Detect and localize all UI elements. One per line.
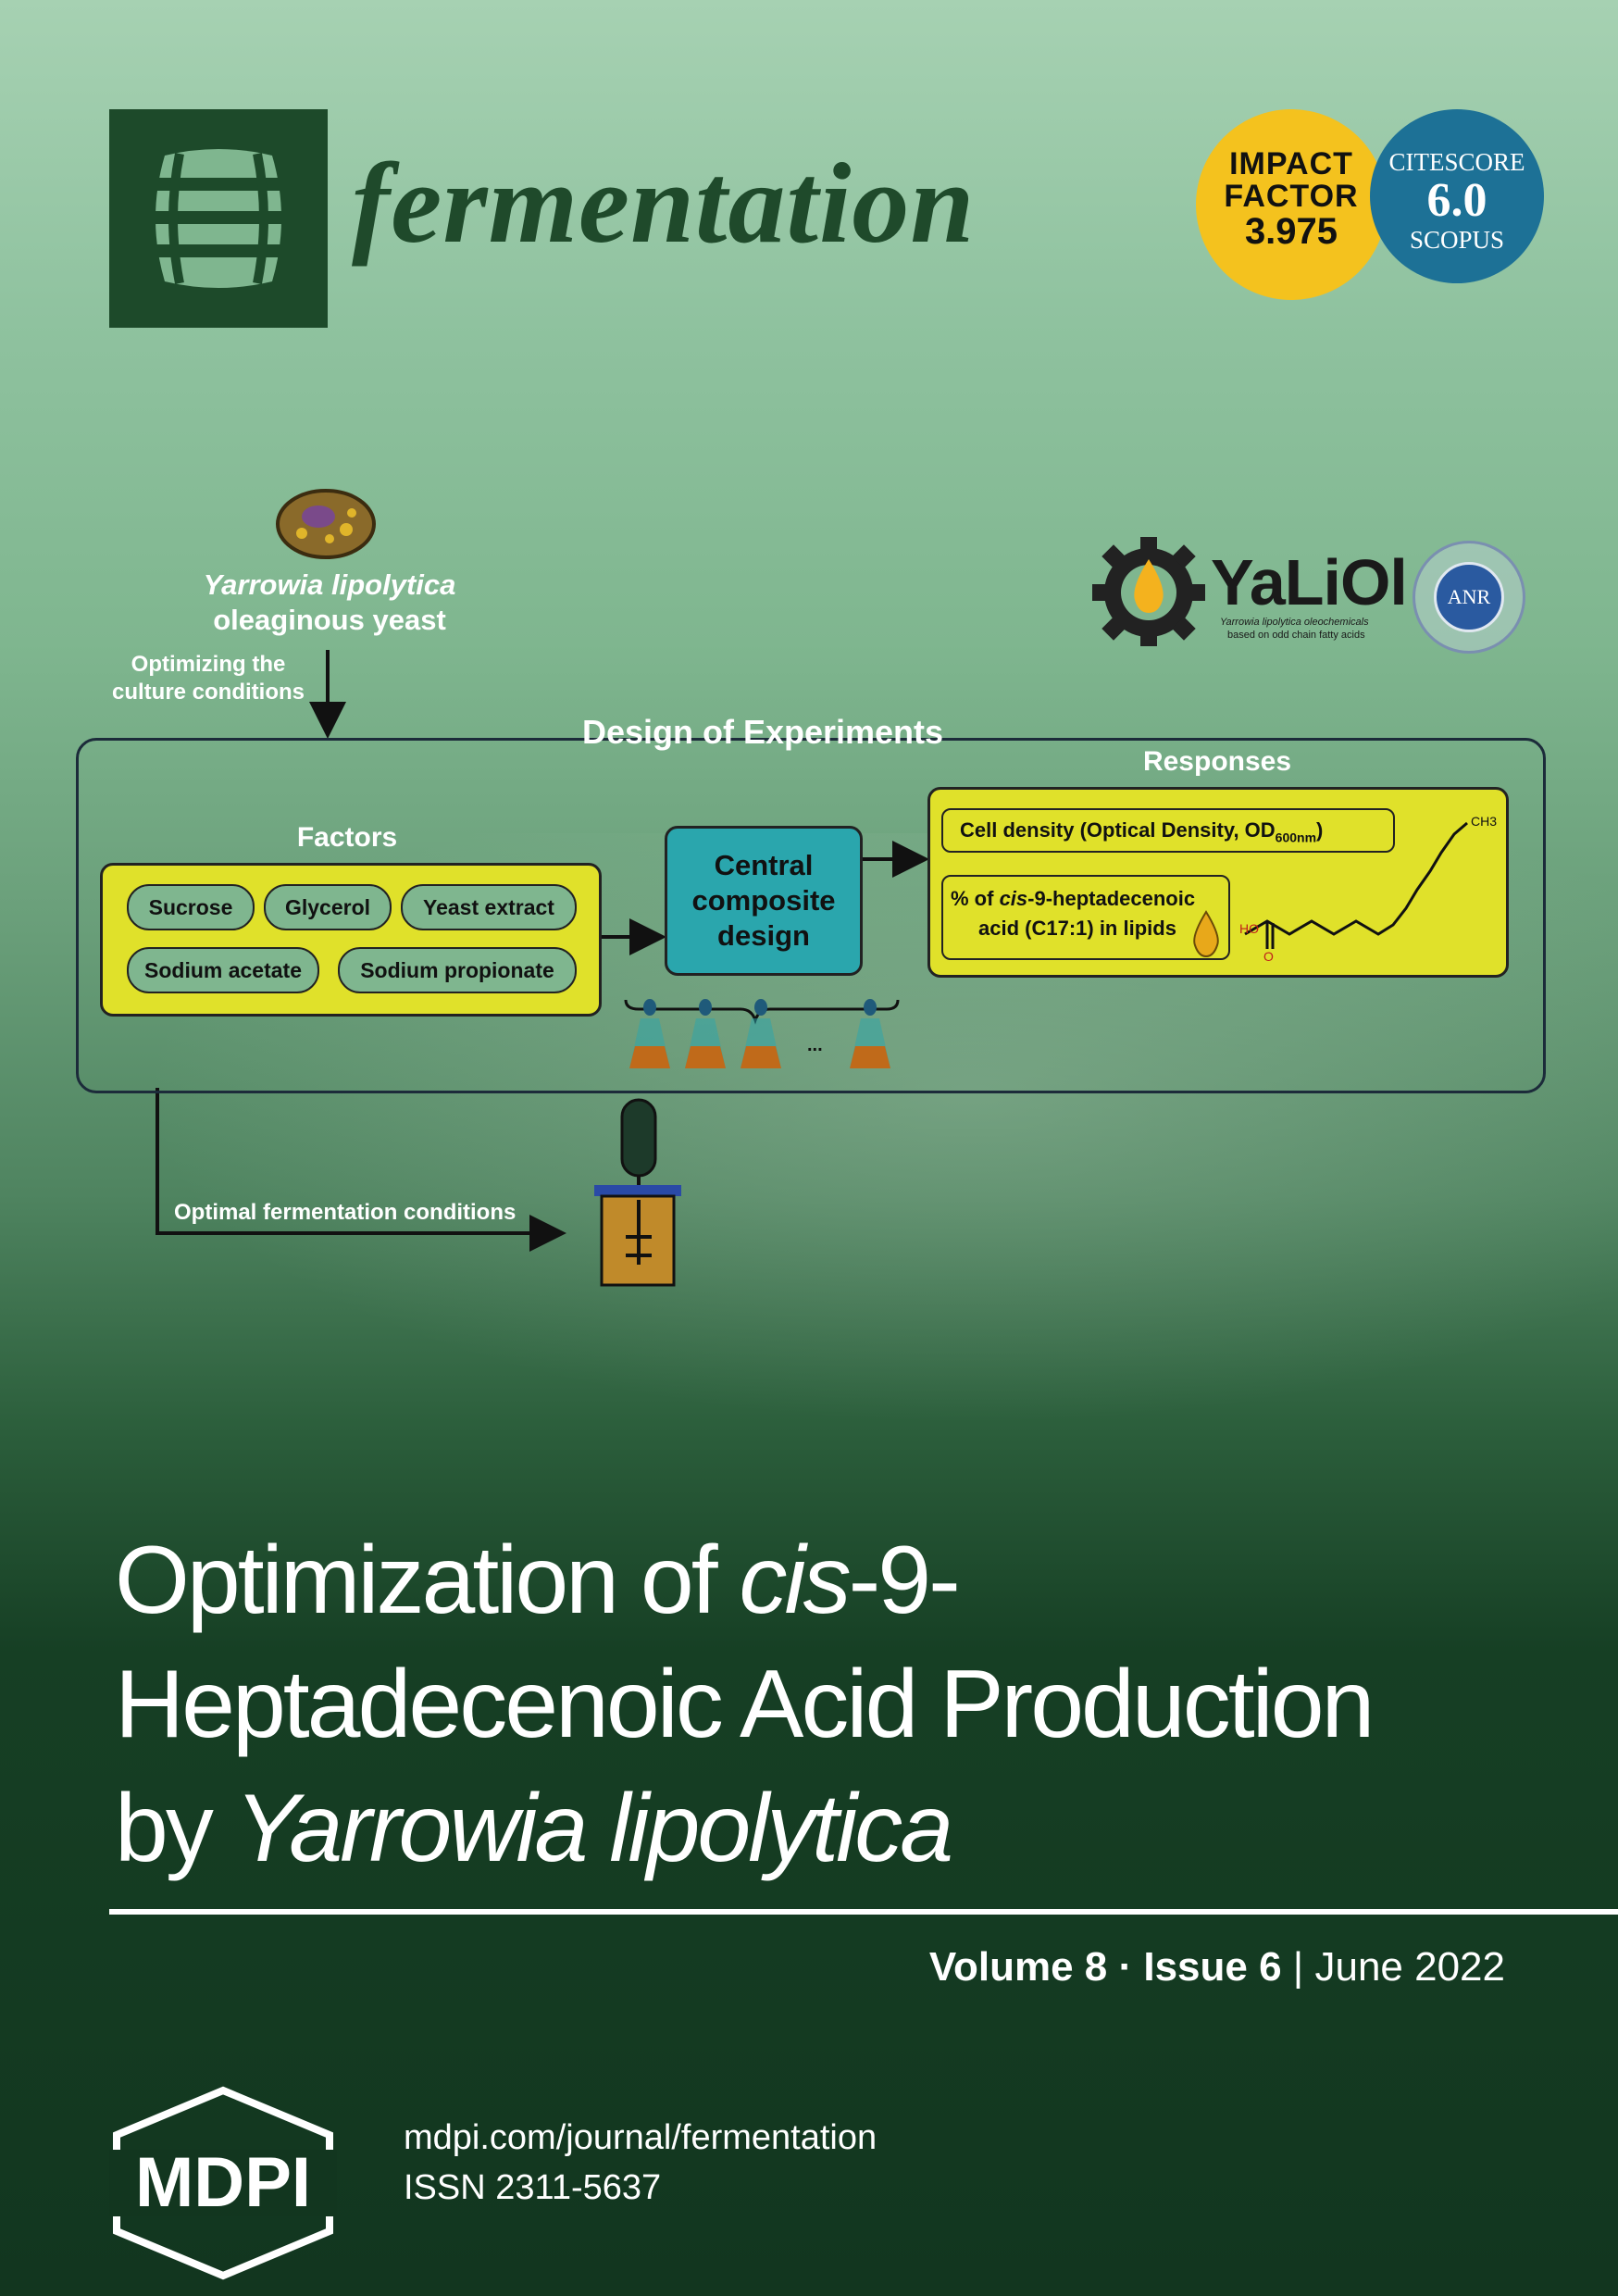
mdpi-logo: MDPI [109,2085,337,2281]
optimizing-label-2: culture conditions [111,680,305,705]
factor-pill: Glycerol [264,884,392,930]
title-italic: cis [739,1527,852,1634]
design-of-experiments-frame [76,738,1546,1093]
citescore-label: CITESCORE [1388,148,1525,176]
barrel-logo [109,109,328,328]
responses-box: Cell density (Optical Density, OD600nm) … [927,787,1509,978]
impact-factor-badge: IMPACT FACTOR 3.975 [1196,109,1387,300]
yaliol-gear-icon [1092,537,1205,646]
anr-seal: ANR [1413,541,1525,654]
separator-bar: | [1281,1944,1315,1990]
title-italic: Yarrowia lipolytica [234,1775,953,1882]
yaliol-tagline-1: Yarrowia lipolytica oleochemicals [1220,617,1369,628]
factor-label: FACTOR [1224,179,1359,214]
flask-icon [629,999,670,1068]
yaliol-wordmark: YaLiOl [1211,546,1408,618]
factors-box: Sucrose Glycerol Yeast extract Sodium ac… [100,863,602,1017]
c17-text-line2: acid (C17:1) in lipids [978,917,1176,940]
citescore-source: SCOPUS [1409,226,1505,254]
ccd-line-2: composite [691,884,836,917]
mdpi-hexagon-icon [109,2086,337,2280]
oil-drop-icon [1193,910,1219,958]
issue-info: Volume 8 · Issue 6 | June 2022 [920,1944,1505,1990]
issue-number: Issue 6 [1143,1944,1282,1990]
citescore-value: 6.0 [1426,174,1487,227]
article-title: Optimization of cis-9- Heptadecenoic Aci… [115,1518,1559,1890]
molecule-ch3-label: CH3 [1471,814,1498,829]
organism-name: Yarrowia lipolytica [203,568,456,601]
c17-text-post: -9-heptadecenoic [1027,887,1196,910]
mdpi-wordmark: MDPI [135,2143,311,2222]
flask-icon [685,999,726,1068]
factor-pill: Sodium acetate [127,947,319,993]
factors-title: Factors [296,822,398,853]
ccd-line-1: Central [714,849,814,881]
cell-density-text: Cell density (Optical Density, OD [960,818,1276,842]
citescore-badge: CITESCORE 6.0 SCOPUS [1370,109,1544,283]
central-composite-design-box: Central composite design [665,826,863,976]
flask-icon [850,999,890,1068]
separator-dot: · [1107,1944,1144,1990]
factor-pill: Yeast extract [401,884,577,930]
title-line-1: Optimization of cis-9- [115,1518,1559,1642]
molecule-o-label: O [1263,949,1274,964]
optimal-conditions-label: Optimal fermentation conditions [174,1200,517,1225]
c17-text-italic: cis [999,887,1028,910]
response-cell-density: Cell density (Optical Density, OD600nm) [941,808,1395,853]
cell-density-close: ) [1316,818,1324,842]
title-line-2: Heptadecenoic Acid Production [115,1651,1375,1758]
bioreactor-icon [594,1098,681,1287]
molecule-ho-label: HO [1239,921,1259,936]
barrel-icon [137,149,300,288]
yeast-cell-icon [276,489,376,559]
organism-description: oleaginous yeast [213,604,446,636]
journal-url[interactable]: mdpi.com/journal/fermentation [404,2118,877,2157]
anr-label: ANR [1434,562,1504,632]
journal-title: fermentation [352,140,976,267]
od-subscript: 600nm [1275,830,1317,845]
flask-ellipsis: ... [807,1035,823,1055]
optimizing-label-1: Optimizing the [131,652,286,677]
factor-pill: Sodium propionate [338,947,577,993]
title-text: Optimization of [115,1527,740,1634]
volume: Volume 8 [928,1944,1108,1990]
c17-text-pre: % of [951,887,1000,910]
responses-title: Responses [1142,746,1292,777]
title-text: -9- [848,1527,961,1634]
factor-pill: Sucrose [127,884,255,930]
title-line-3: by Yarrowia lipolytica [115,1766,1559,1890]
impact-value: 3.975 [1244,211,1338,252]
flask-icon [741,999,781,1068]
yaliol-tagline-2: based on odd chain fatty acids [1227,630,1365,641]
issue-date: June 2022 [1314,1944,1505,1990]
flask-icons [629,999,890,1068]
impact-label: IMPACT [1229,146,1353,181]
fatty-acid-molecule-icon [1244,821,1468,949]
doe-title: Design of Experiments [581,713,944,751]
title-text: by [115,1775,235,1882]
divider-rule [109,1909,1618,1915]
ccd-line-3: design [717,919,810,952]
response-c17-percent: % of cis-9-heptadecenoic acid (C17:1) in… [941,875,1230,960]
issn: ISSN 2311-5637 [404,2168,662,2207]
